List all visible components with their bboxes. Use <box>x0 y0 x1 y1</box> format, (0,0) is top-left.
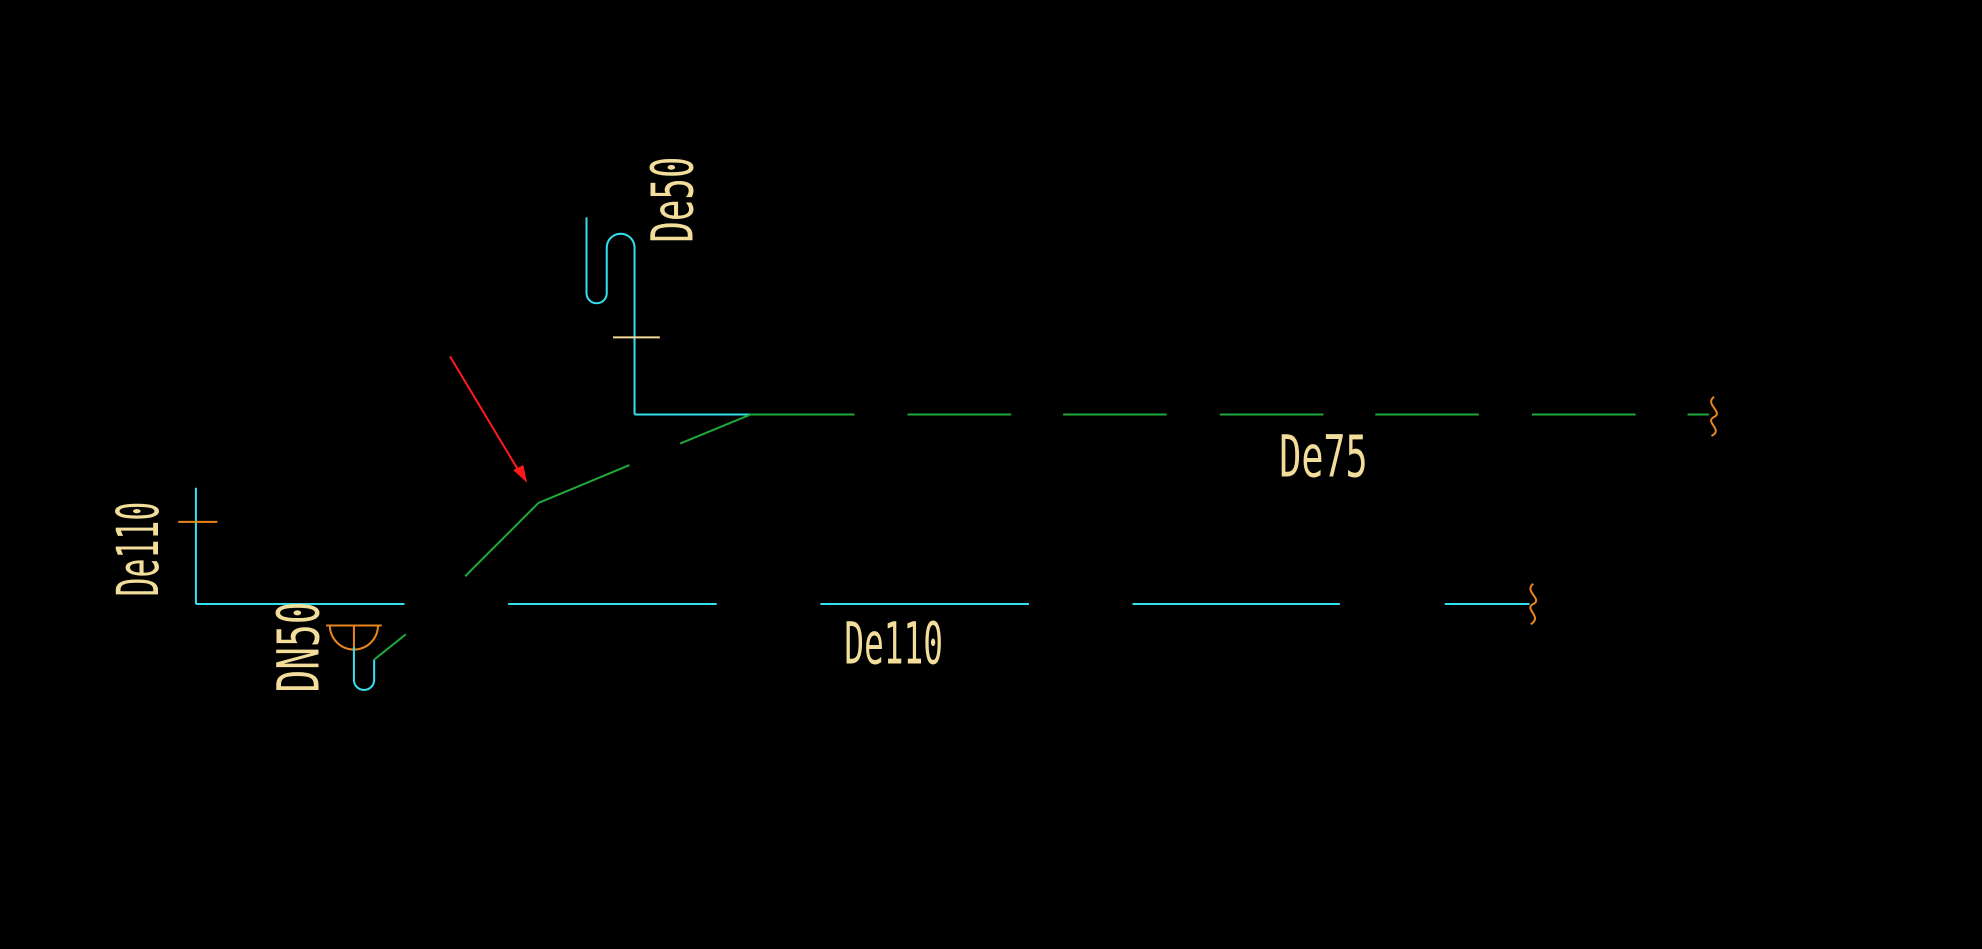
p-trap-icon <box>585 217 636 415</box>
left-riser-group <box>178 487 218 605</box>
trap-connector <box>373 633 407 661</box>
label-de50: De50 <box>639 157 707 243</box>
break-symbol-icon <box>1529 582 1538 626</box>
upper-riser-group <box>585 217 751 416</box>
label-de110-vertical: De110 <box>104 502 172 597</box>
label-de75: De75 <box>1279 422 1367 490</box>
label-dn50: DN50 <box>265 601 333 692</box>
p-trap-icon <box>352 646 376 691</box>
label-de110-horizontal: De110 <box>844 609 943 677</box>
green-diagonal-connector <box>464 413 752 577</box>
floor-drain-group <box>326 624 407 691</box>
break-symbol-icon <box>1710 395 1718 437</box>
red-arrow-icon <box>449 355 528 483</box>
